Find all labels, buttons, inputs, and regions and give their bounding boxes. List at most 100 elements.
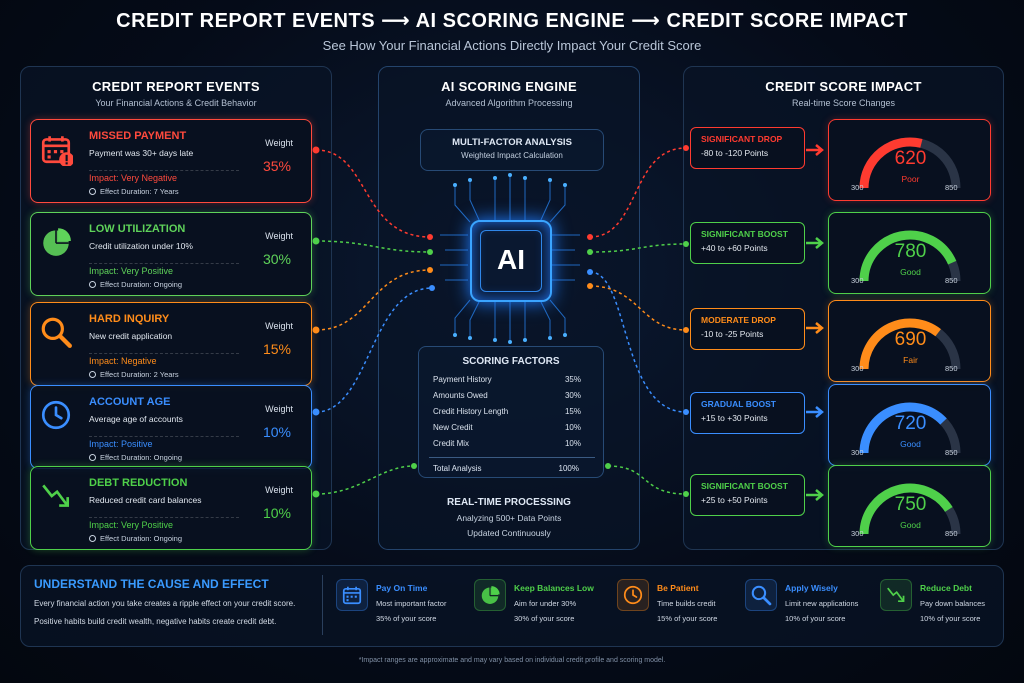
weight-value: 10% bbox=[262, 424, 291, 440]
gauge-score: 690 bbox=[894, 329, 927, 350]
tip-line1: Most important factor bbox=[376, 599, 447, 608]
event-duration-text: Effect Duration: 2 Years bbox=[100, 370, 179, 379]
factor-name: New Credit bbox=[433, 423, 473, 432]
impact-range: -10 to -25 Points bbox=[701, 329, 764, 339]
gauge-min: 300 bbox=[851, 364, 864, 373]
tip-icon bbox=[880, 579, 912, 611]
weight-label: Weight bbox=[265, 231, 293, 241]
score-gauge: 690 Fair 300 850 bbox=[828, 300, 991, 382]
tip-item: Reduce Debt Pay down balances 10% of you… bbox=[880, 579, 1010, 625]
gauge-label: Poor bbox=[901, 174, 920, 184]
tip-item: Apply Wisely Limit new applications 10% … bbox=[745, 579, 875, 625]
gauge-label: Fair bbox=[903, 355, 918, 365]
weight-value: 35% bbox=[262, 158, 291, 174]
analysis-subtitle: Weighted Impact Calculation bbox=[461, 151, 563, 160]
gauge-score: 780 bbox=[894, 241, 927, 262]
trend-down-icon bbox=[42, 484, 70, 507]
event-description: Average age of accounts bbox=[89, 414, 183, 424]
disclaimer: *Impact ranges are approximate and may v… bbox=[358, 657, 666, 664]
analysis-title: MULTI-FACTOR ANALYSIS bbox=[452, 137, 572, 148]
analysis-box: MULTI-FACTOR ANALYSIS Weighted Impact Ca… bbox=[420, 129, 604, 171]
factors-title: SCORING FACTORS bbox=[462, 356, 560, 367]
tip-item: Keep Balances Low Aim for under 30% 30% … bbox=[474, 579, 604, 625]
factor-value: 30% bbox=[564, 391, 581, 400]
tip-icon bbox=[745, 579, 777, 611]
right-panel-title: CREDIT SCORE IMPACT bbox=[765, 79, 922, 94]
event-name: DEBT REDUCTION bbox=[89, 477, 188, 489]
event-description: Credit utilization under 10% bbox=[89, 241, 193, 251]
impact-result: MODERATE DROP -10 to -25 Points bbox=[690, 308, 805, 350]
impact-range: +40 to +60 Points bbox=[701, 243, 768, 253]
score-gauge: 620 Poor 300 850 bbox=[828, 119, 991, 201]
pie-chart-icon bbox=[481, 586, 500, 604]
gauge-min: 300 bbox=[851, 183, 864, 192]
gauge-arc bbox=[859, 230, 961, 282]
tip-title: Pay On Time bbox=[376, 583, 428, 593]
event-duration-text: Effect Duration: Ongoing bbox=[100, 453, 182, 462]
factor-name: Amounts Owed bbox=[433, 391, 488, 400]
weight-label: Weight bbox=[265, 485, 293, 495]
tip-line1: Aim for under 30% bbox=[514, 599, 577, 608]
tip-item: Be Patient Time builds credit 15% of you… bbox=[617, 579, 747, 625]
tip-icon bbox=[617, 579, 649, 611]
tip-title: Be Patient bbox=[657, 583, 699, 593]
gauge-min: 300 bbox=[851, 276, 864, 285]
event-icon bbox=[39, 315, 73, 349]
event-duration: Effect Duration: Ongoing bbox=[89, 453, 182, 462]
event-card: ACCOUNT AGE Average age of accounts Impa… bbox=[30, 385, 312, 469]
factor-name: Payment History bbox=[433, 375, 492, 384]
event-description: Payment was 30+ days late bbox=[89, 148, 194, 158]
circuit-nodes bbox=[453, 173, 567, 344]
magnifier-icon bbox=[41, 317, 72, 348]
tip-line2: 10% of your score bbox=[785, 614, 846, 623]
gauge-arc bbox=[859, 318, 961, 370]
tip-title: Reduce Debt bbox=[920, 583, 972, 593]
right-panel-subtitle: Real-time Score Changes bbox=[791, 98, 896, 108]
event-duration: Effect Duration: Ongoing bbox=[89, 534, 182, 543]
tip-icon bbox=[474, 579, 506, 611]
footer-panel bbox=[20, 565, 1004, 647]
event-card: HARD INQUIRY New credit application Impa… bbox=[30, 302, 312, 386]
factor-name: Credit History Length bbox=[433, 407, 509, 416]
weight-value: 30% bbox=[262, 251, 291, 267]
center-panel-subtitle: Advanced Algorithm Processing bbox=[445, 98, 573, 108]
weight-value: 10% bbox=[262, 505, 291, 521]
tip-line2: 10% of your score bbox=[920, 614, 981, 623]
gauge-score: 750 bbox=[894, 494, 927, 515]
calendar-alert-icon bbox=[41, 136, 75, 168]
factor-row: Credit Mix 10% bbox=[433, 439, 591, 455]
weight-label: Weight bbox=[265, 404, 293, 414]
event-icon bbox=[39, 225, 73, 259]
event-name: ACCOUNT AGE bbox=[89, 396, 171, 408]
impact-title: SIGNIFICANT BOOST bbox=[701, 481, 788, 491]
event-impact: Impact: Very Negative bbox=[89, 170, 239, 183]
weight-label: Weight bbox=[265, 138, 293, 148]
factor-name: Credit Mix bbox=[433, 439, 470, 448]
impact-range: -80 to -120 Points bbox=[701, 148, 769, 158]
gauge-max: 850 bbox=[945, 364, 958, 373]
gauge-label: Good bbox=[900, 267, 921, 277]
clock-icon bbox=[41, 400, 71, 430]
factor-row: Amounts Owed 30% bbox=[433, 391, 591, 407]
scoring-factors-box: SCORING FACTORS Payment History 35% Amoun… bbox=[418, 346, 604, 478]
impact-title: SIGNIFICANT BOOST bbox=[701, 229, 788, 239]
factor-value: 35% bbox=[564, 375, 581, 384]
impact-range: +25 to +50 Points bbox=[701, 495, 768, 505]
tip-line2: 30% of your score bbox=[514, 614, 575, 623]
total-value: 100% bbox=[558, 464, 579, 473]
event-duration-text: Effect Duration: 7 Years bbox=[100, 187, 179, 196]
event-card: MISSED PAYMENT Payment was 30+ days late… bbox=[30, 119, 312, 203]
event-icon bbox=[39, 132, 75, 168]
impact-result: SIGNIFICANT BOOST +25 to +50 Points bbox=[690, 474, 805, 516]
event-impact: Impact: Negative bbox=[89, 353, 239, 366]
impact-title: MODERATE DROP bbox=[701, 315, 776, 325]
center-panel-title: AI SCORING ENGINE bbox=[441, 79, 577, 94]
tip-title: Keep Balances Low bbox=[514, 583, 594, 593]
calendar-icon bbox=[342, 586, 362, 605]
gauge-score: 720 bbox=[894, 413, 927, 434]
impact-title: SIGNIFICANT DROP bbox=[701, 134, 783, 144]
event-duration: Effect Duration: 7 Years bbox=[89, 187, 179, 196]
tip-item: Pay On Time Most important factor 35% of… bbox=[336, 579, 466, 625]
event-duration: Effect Duration: 2 Years bbox=[89, 370, 179, 379]
